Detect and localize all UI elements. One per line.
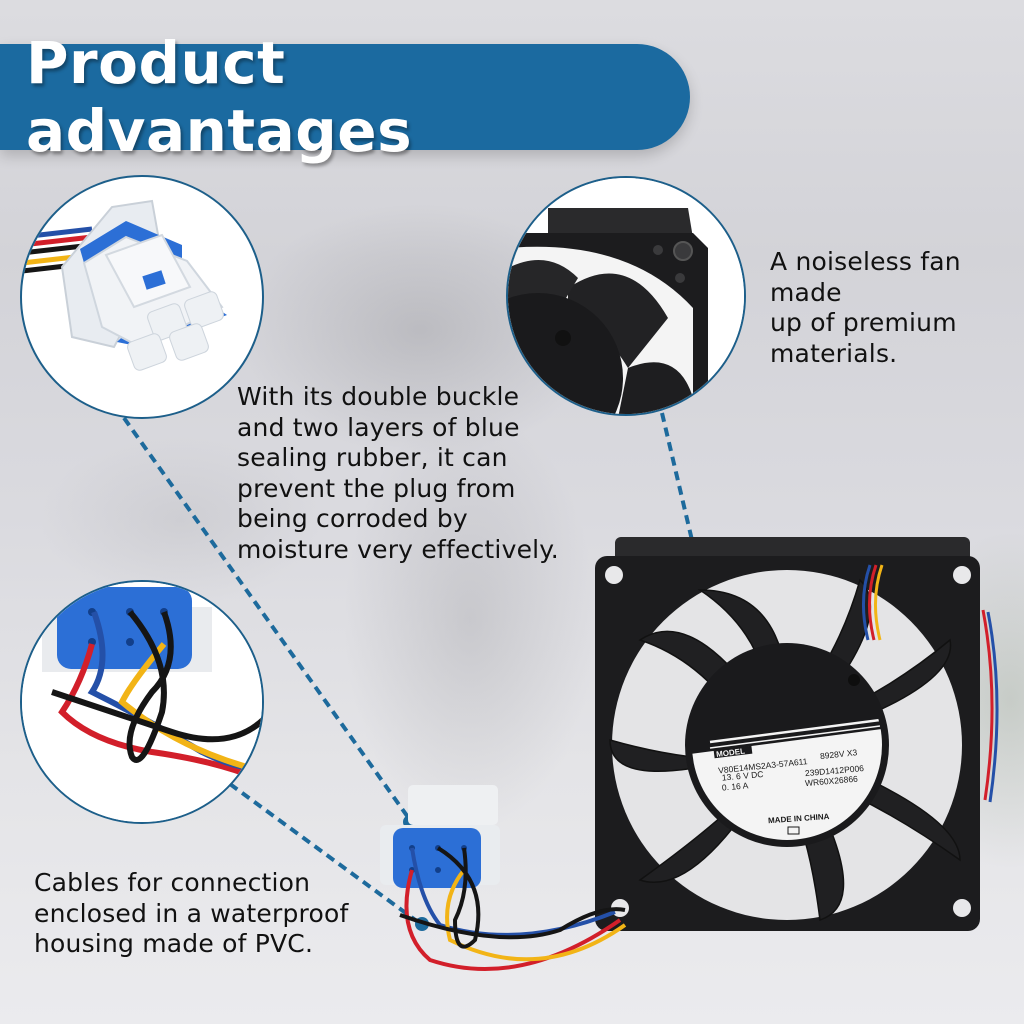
fan-model-variant: 8928V X3 [819, 747, 857, 761]
page-title: Product advantages [26, 29, 413, 165]
fan-caption-line: made [770, 277, 842, 307]
fan-origin: MADE IN CHINA [768, 812, 830, 825]
fan-current: 0. 16 A [721, 780, 749, 792]
connector-closeup-circle [20, 175, 264, 419]
cables-caption-line: Cables for connection [34, 868, 311, 897]
plug-caption-line: and two layers of blue [237, 412, 520, 442]
fan-corner-closeup-circle [506, 176, 746, 416]
plug-caption-line: sealing rubber, it can [237, 443, 508, 472]
fan-caption-line: materials. [770, 338, 898, 368]
fan-corner-closeup-image [508, 178, 744, 414]
plug-caption-line: being corroded by [237, 504, 468, 533]
connector-closeup-image [22, 199, 227, 371]
cables-caption: Cables for connection enclosed in a wate… [34, 868, 348, 960]
cables-caption-line: enclosed in a waterproof [34, 898, 349, 928]
fan-caption-line: up of premium [770, 308, 957, 337]
fan-voltage: 13. 6 V DC [721, 769, 763, 783]
fan-part-number-2: WR60X26866 [805, 774, 859, 789]
fan-caption-line: A noiseless fan [770, 247, 961, 276]
manufacturer-logo-icon [787, 826, 800, 835]
wire-closeup-circle [20, 580, 264, 824]
plug-caption-line: prevent the plug from [237, 473, 516, 503]
cables-caption-line: housing made of PVC. [34, 929, 314, 958]
plug-caption-line: With its double buckle [237, 382, 520, 411]
fan-model-tag: MODEL [716, 747, 746, 759]
fan-caption: A noiseless fan made up of premium mater… [770, 247, 961, 369]
plug-caption-line: moisture very effectively. [237, 534, 559, 564]
wire-closeup-image [22, 582, 262, 822]
header-banner: Product advantages [0, 29, 690, 165]
plug-caption: With its double buckle and two layers of… [237, 382, 559, 565]
